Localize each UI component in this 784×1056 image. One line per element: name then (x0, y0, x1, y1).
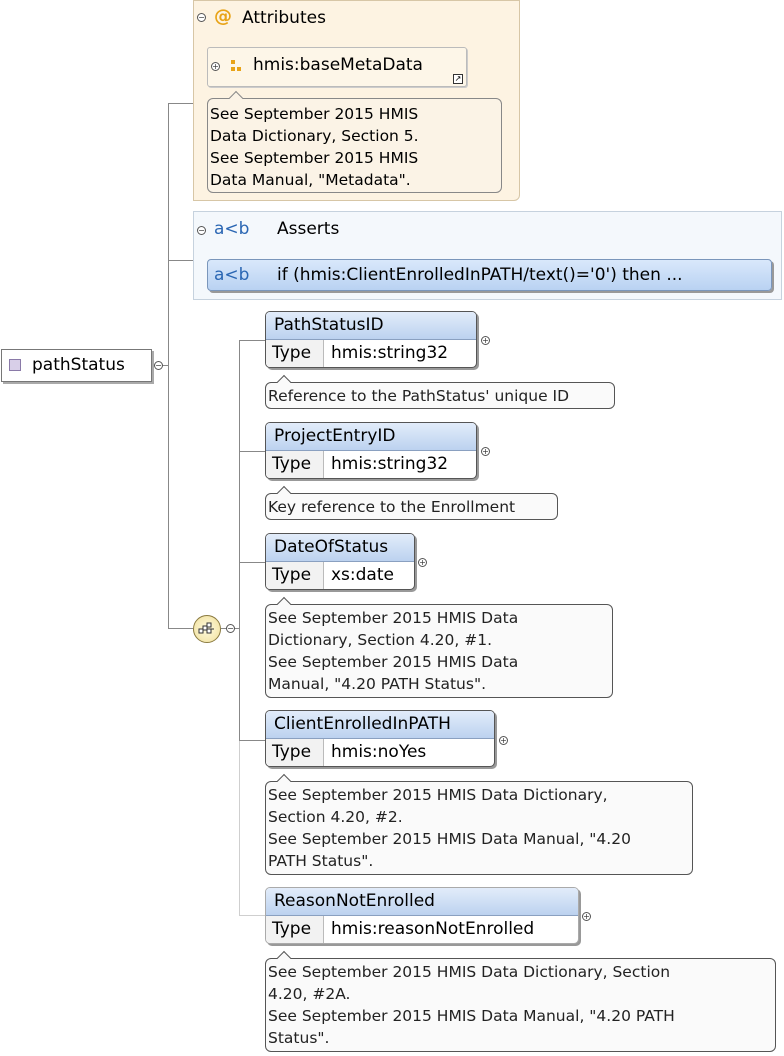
seq-branch-line (239, 340, 240, 740)
attribute-group-ref[interactable] (207, 47, 467, 87)
sequence-compositor[interactable] (193, 615, 221, 643)
type-value: hmis:string32 (331, 454, 449, 474)
assert-item-icon: a<b (214, 265, 250, 285)
type-key: Type (266, 916, 324, 943)
collapse-attributes-icon[interactable]: − (197, 13, 206, 22)
type-key: Type (266, 340, 324, 367)
element-dateofstatus[interactable]: DateOfStatus Type xs:date (265, 533, 415, 590)
doc-line: 4.20, #2A. (268, 985, 351, 1003)
branch-reasonnotenrolled (239, 915, 265, 916)
assert-expression: if (hmis:ClientEnrolledInPATH/text()='0'… (277, 265, 683, 285)
assert-icon: a<b (214, 219, 250, 239)
doc-line: Manual, "4.20 PATH Status". (268, 675, 486, 693)
attribute-doc-line: See September 2015 HMIS (210, 149, 419, 167)
element-name: ProjectEntryID (266, 423, 476, 451)
doc-dateofstatus: See September 2015 HMIS Data Dictionary,… (265, 604, 613, 698)
element-name: PathStatusID (266, 312, 476, 340)
expand-reasonnotenrolled-icon[interactable]: + (582, 912, 591, 921)
assert-item[interactable] (207, 259, 772, 291)
branch-pathstatusid (239, 340, 265, 341)
branch-projectentryid (239, 451, 265, 452)
root-element-pathstatus[interactable] (1, 349, 152, 382)
type-key: Type (266, 562, 324, 589)
doc-line: Section 4.20, #2. (268, 808, 403, 826)
collapse-sequence-icon[interactable]: − (226, 624, 235, 633)
type-value: hmis:string32 (331, 343, 449, 363)
branch-dateofstatus (239, 562, 265, 563)
doc-line: Status". (268, 1029, 330, 1047)
doc-line: Key reference to the Enrollment (268, 498, 516, 516)
attribute-at-icon: @ (214, 6, 232, 27)
doc-line: See September 2015 HMIS Data Dictionary, (268, 786, 608, 804)
expand-clientenrolledinpath-icon[interactable]: + (499, 736, 508, 745)
doc-line: PATH Status". (268, 852, 374, 870)
asserts-title: Asserts (277, 219, 340, 239)
doc-line: Reference to the PathStatus' unique ID (268, 387, 570, 405)
type-key: Type (266, 739, 324, 766)
trunk-line (168, 103, 169, 628)
collapse-root-icon[interactable]: − (154, 361, 163, 370)
doc-line: See September 2015 HMIS Data (268, 653, 519, 671)
element-reasonnotenrolled[interactable]: ReasonNotEnrolled Type hmis:reasonNotEnr… (265, 887, 579, 944)
attribute-doc-line: Data Manual, "Metadata". (210, 171, 411, 189)
expand-dateofstatus-icon[interactable]: + (418, 558, 427, 567)
element-projectentryid[interactable]: ProjectEntryID Type hmis:string32 (265, 422, 477, 479)
type-value: hmis:reasonNotEnrolled (331, 919, 535, 939)
element-name: ReasonNotEnrolled (266, 888, 578, 916)
doc-line: Dictionary, Section 4.20, #1. (268, 631, 493, 649)
element-clientenrolledinpath[interactable]: ClientEnrolledInPATH Type hmis:noYes (265, 710, 495, 767)
reference-arrow-icon: ↗ (453, 74, 463, 84)
doc-pathstatusid: Reference to the PathStatus' unique ID (265, 382, 615, 409)
expand-attribute-ref-icon[interactable]: + (211, 62, 220, 71)
element-type-row: Type hmis:reasonNotEnrolled (266, 916, 578, 943)
element-type-row: Type xs:date (266, 562, 414, 589)
element-pathstatusid[interactable]: PathStatusID Type hmis:string32 (265, 311, 477, 368)
doc-projectentryid: Key reference to the Enrollment (265, 493, 558, 520)
element-type-row: Type hmis:string32 (266, 451, 476, 478)
attributes-title: Attributes (242, 8, 326, 28)
attr-connector (168, 103, 207, 104)
expand-projectentryid-icon[interactable]: + (481, 447, 490, 456)
element-name: DateOfStatus (266, 534, 414, 562)
assert-connector (168, 260, 207, 261)
doc-line: See September 2015 HMIS Data Manual, "4.… (268, 1007, 675, 1025)
collapse-asserts-icon[interactable]: − (197, 226, 206, 235)
sequence-icon (198, 622, 214, 634)
type-value: xs:date (331, 565, 394, 585)
element-type-row: Type hmis:string32 (266, 340, 476, 367)
doc-line: See September 2015 HMIS Data Dictionary,… (268, 963, 671, 981)
type-key: Type (266, 451, 324, 478)
doc-reasonnotenrolled: See September 2015 HMIS Data Dictionary,… (265, 958, 776, 1052)
doc-line: See September 2015 HMIS Data Manual, "4.… (268, 830, 631, 848)
element-type-row: Type hmis:noYes (266, 739, 494, 766)
seq-connector (168, 628, 193, 629)
doc-line: See September 2015 HMIS Data (268, 609, 519, 627)
expand-pathstatusid-icon[interactable]: + (481, 336, 490, 345)
attribute-ref-label: hmis:baseMetaData (253, 55, 423, 75)
complex-type-icon (9, 359, 21, 371)
attribute-doc-line: Data Dictionary, Section 5. (210, 127, 419, 145)
attribute-group-icon (231, 60, 242, 72)
seq-branch-optional-line (239, 740, 240, 915)
root-element-label: pathStatus (32, 355, 125, 375)
doc-clientenrolledinpath: See September 2015 HMIS Data Dictionary,… (265, 781, 693, 875)
attribute-doc: See September 2015 HMIS Data Dictionary,… (207, 98, 502, 193)
branch-clientenrolled (239, 740, 265, 741)
element-name: ClientEnrolledInPATH (266, 711, 494, 739)
type-value: hmis:noYes (331, 742, 427, 762)
attribute-doc-line: See September 2015 HMIS (210, 105, 419, 123)
